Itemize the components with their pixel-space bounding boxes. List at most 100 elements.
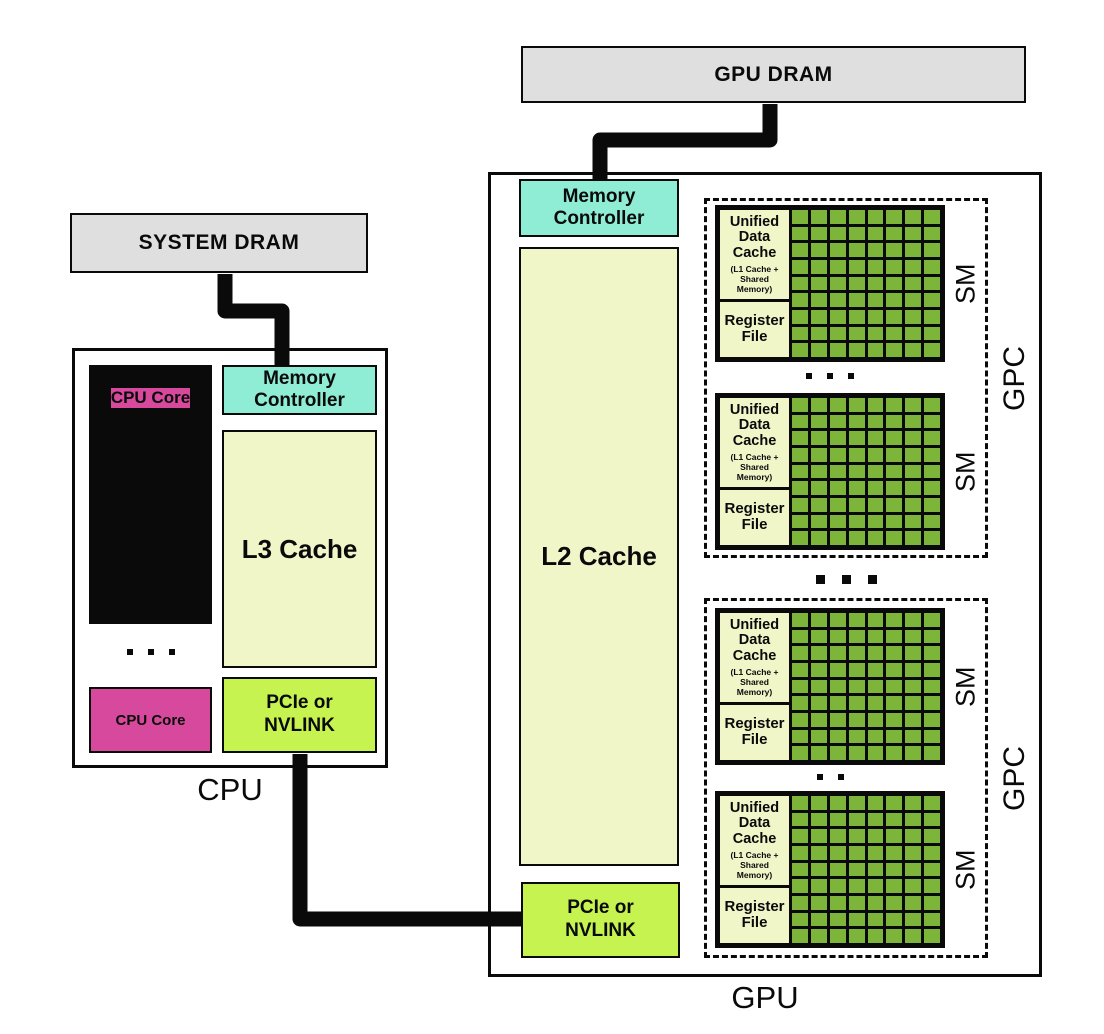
cpu-caption: CPU <box>197 772 263 807</box>
sm-core-cell <box>810 464 827 479</box>
sm-core-cell <box>924 912 940 927</box>
sm-core-cell <box>848 846 865 860</box>
sm-core-cell <box>867 414 884 429</box>
cpu-memory-controller-label: Memory Controller <box>254 367 345 411</box>
sm-core-cell <box>848 696 865 710</box>
sm-core-cell <box>829 746 846 760</box>
sm-core-cell <box>924 629 940 644</box>
sm-core-cell <box>905 862 922 877</box>
sm-core-cell <box>867 729 884 744</box>
sm-core-cell <box>792 879 808 893</box>
sm-rotated-label: SM <box>950 451 981 492</box>
sm-core-cell <box>848 310 865 324</box>
register-file: Register File <box>720 887 789 943</box>
sm-core-cell <box>829 514 846 529</box>
sm-core-cell <box>924 243 940 257</box>
sm-core-grid <box>792 613 940 760</box>
sm-core-cell <box>848 646 865 660</box>
sm-cache-column: Unified Data Cache (L1 Cache + Shared Me… <box>720 398 789 545</box>
sm-core-cell <box>792 514 808 529</box>
sm-core-cell <box>810 696 827 710</box>
sm-core-cell <box>829 829 846 843</box>
sm-core-cell <box>905 226 922 241</box>
l2-cache: L2 Cache <box>519 247 679 866</box>
sm-core-cell <box>886 829 903 843</box>
sm-core-cell <box>829 729 846 744</box>
sm-core-cell <box>792 746 808 760</box>
sm-core-cell <box>905 896 922 910</box>
sm-core-cell <box>792 243 808 257</box>
sm-core-cell <box>867 746 884 760</box>
sm-core-cell <box>792 679 808 694</box>
register-file-label: Register File <box>724 714 785 749</box>
gpu-dram-box: GPU DRAM <box>521 46 1026 103</box>
sm-core-cell <box>810 531 827 545</box>
sm-core-cell <box>792 343 808 357</box>
unified-data-cache-sublabel: (L1 Cache + Shared Memory) <box>730 451 779 483</box>
sm-core-cell <box>792 481 808 495</box>
register-file-label: Register File <box>724 499 785 534</box>
sm-core-cell <box>829 498 846 512</box>
sm-core-cell <box>829 431 846 445</box>
sm-core-cell <box>924 414 940 429</box>
sm-core-cell <box>810 276 827 291</box>
sm-core-cell <box>924 829 940 843</box>
sm-core-cell <box>792 729 808 744</box>
ellipsis-dot <box>848 373 854 379</box>
sm-core-cell <box>792 713 808 727</box>
sm-core-cell <box>886 431 903 445</box>
ellipsis-dot <box>837 774 844 780</box>
sm-core-cell <box>886 862 903 877</box>
sm-core-cell <box>905 796 922 810</box>
sm-core-cell <box>867 326 884 341</box>
register-file: Register File <box>720 489 789 545</box>
system-dram-label: SYSTEM DRAM <box>138 231 300 254</box>
sm-core-cell <box>905 431 922 445</box>
sm-core-cell <box>810 414 827 429</box>
ellipsis-dot <box>841 574 851 584</box>
unified-data-cache-label: Unified Data Cache <box>729 799 780 847</box>
sm-core-cell <box>829 646 846 660</box>
sm-core-cell <box>905 398 922 412</box>
sm-block: Unified Data Cache (L1 Cache + Shared Me… <box>715 791 945 948</box>
sm-core-cell <box>905 829 922 843</box>
sm-core-cell <box>924 448 940 462</box>
sm-core-cell <box>924 514 940 529</box>
sm-core-cell <box>848 663 865 677</box>
sm-core-cell <box>924 862 940 877</box>
l2-cache-label: L2 Cache <box>541 541 657 571</box>
sm-core-cell <box>848 276 865 291</box>
sm-cache-column: Unified Data Cache (L1 Cache + Shared Me… <box>720 613 789 760</box>
sm-core-cell <box>867 846 884 860</box>
sm-core-cell <box>867 448 884 462</box>
cpu-core-stack: CPU Core <box>89 365 212 624</box>
sm-core-cell <box>867 293 884 307</box>
sm-core-cell <box>810 713 827 727</box>
cpu-box: CPU Core CPU Core Memory Controller L3 C… <box>72 348 388 768</box>
sm-core-cell <box>792 613 808 627</box>
sm-core-cell <box>810 514 827 529</box>
sm-core-cell <box>886 414 903 429</box>
sm-core-cell <box>924 464 940 479</box>
sm-core-cell <box>867 498 884 512</box>
ellipsis-dot <box>126 649 133 655</box>
register-file: Register File <box>720 704 789 760</box>
sm-core-cell <box>792 310 808 324</box>
sm-core-cell <box>792 398 808 412</box>
cpu-core-bottom-label: CPU Core <box>115 711 186 729</box>
sm-core-cell <box>867 713 884 727</box>
sm-core-cell <box>905 326 922 341</box>
sm-core-cell <box>829 481 846 495</box>
sm-core-cell <box>829 310 846 324</box>
sm-core-cell <box>867 210 884 224</box>
sm-core-cell <box>810 210 827 224</box>
sm-core-cell <box>792 498 808 512</box>
sm-core-cell <box>848 812 865 827</box>
sm-core-cell <box>886 663 903 677</box>
sm-core-cell <box>867 629 884 644</box>
sm-core-cell <box>848 879 865 893</box>
sm-rotated-label: SM <box>950 849 981 890</box>
sm-core-cell <box>829 414 846 429</box>
sm-core-cell <box>867 679 884 694</box>
sm-core-cell <box>924 481 940 495</box>
